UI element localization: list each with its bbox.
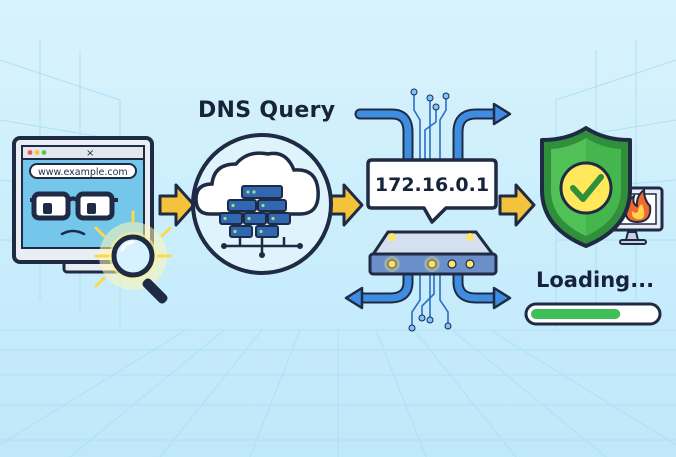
flow-arrow-1: [158, 183, 196, 227]
shield-check-icon: [540, 126, 632, 248]
progress-bar: [524, 302, 662, 326]
ip-bubble: [366, 158, 498, 224]
fire-icon: [624, 187, 652, 224]
cloud-server-icon: [191, 133, 333, 275]
loading-label: Loading...: [536, 268, 655, 292]
magnifier-icon: [94, 210, 172, 304]
router-flow-arrows: [354, 88, 500, 332]
ip-address-label: 172.16.0.1: [375, 174, 489, 196]
dns-query-title: DNS Query: [198, 98, 336, 123]
close-icon[interactable]: ×: [86, 148, 94, 159]
router-icon: [368, 230, 498, 276]
flow-arrow-3: [498, 183, 536, 227]
flow-arrow-2: [326, 183, 364, 227]
url-bar-text[interactable]: www.example.com: [38, 167, 128, 178]
